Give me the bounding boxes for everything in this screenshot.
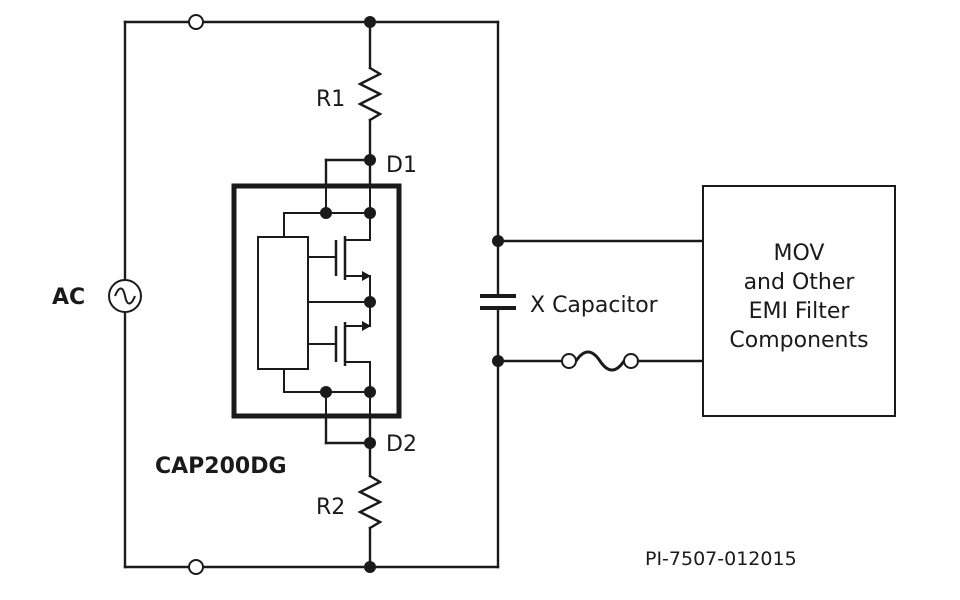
filter-line-2: and Other [744, 270, 856, 295]
chip-label: CAP200DG [155, 454, 287, 479]
d2-label: D2 [386, 432, 417, 457]
r1-resistor-icon [357, 66, 383, 122]
control-block [257, 236, 309, 370]
r2-label: R2 [316, 495, 345, 520]
r1-label: R1 [316, 87, 345, 112]
terminal-bottom [188, 559, 204, 575]
d1-label: D1 [386, 153, 417, 178]
fuse-icon [561, 350, 639, 372]
main-wires [123, 20, 516, 569]
x-capacitor-label: X Capacitor [530, 293, 659, 318]
junction-dots [320, 16, 504, 573]
terminal-top [188, 14, 204, 30]
mosfet-1-icon [334, 213, 371, 302]
document-id: PI-7507-012015 [645, 548, 797, 570]
emi-filter-box [702, 185, 896, 417]
filter-line-1: MOV [774, 241, 825, 266]
ac-label: AC [52, 285, 85, 310]
cap200dg-chip [231, 183, 402, 419]
mosfet-2-icon [334, 302, 371, 392]
filter-line-4: Components [729, 328, 868, 353]
ac-source-icon [108, 279, 142, 313]
r2-resistor-icon [357, 474, 383, 530]
filter-line-3: EMI Filter [749, 299, 851, 324]
center-branch [324, 20, 383, 569]
